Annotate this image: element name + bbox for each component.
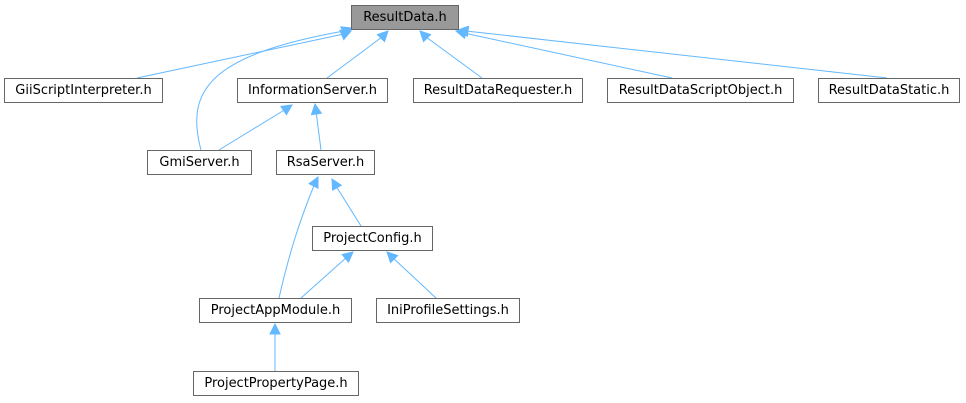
node-giiscriptinterpreter-h[interactable]: GiiScriptInterpreter.h <box>4 78 163 103</box>
edge-gmi-to-info <box>218 108 287 151</box>
node-informationserver-h[interactable]: InformationServer.h <box>237 78 388 103</box>
edge-info-to-resultdata <box>326 36 383 79</box>
arrowhead-ini-to-config <box>386 251 399 264</box>
edge-appmodule-to-rsa <box>278 182 316 299</box>
arrowhead-appmodule-to-rsa <box>308 176 319 189</box>
edge-static-to-resultdata <box>465 30 888 79</box>
node-resultdatascriptobject-h[interactable]: ResultDataScriptObject.h <box>607 78 794 103</box>
arrowhead-static-to-resultdata <box>456 25 470 38</box>
arrowhead-appmodule-to-config <box>341 251 354 264</box>
node-iniprofilesettings-h[interactable]: IniProfileSettings.h <box>376 298 520 323</box>
arrowhead-proppage-to-appmodule <box>269 322 281 335</box>
edge-appmodule-to-config <box>300 256 348 299</box>
edge-gii-to-resultdata <box>136 33 345 79</box>
arrowhead-config-to-rsa <box>331 178 343 191</box>
node-gmiserver-h[interactable]: GmiServer.h <box>147 150 252 175</box>
node-rsaserver-h[interactable]: RsaServer.h <box>276 150 375 175</box>
edge-config-to-rsa <box>335 185 362 227</box>
node-resultdatastatic-h[interactable]: ResultDataStatic.h <box>818 78 960 103</box>
node-resultdata-h: ResultData.h <box>351 5 459 30</box>
arrowhead-gmi-to-info <box>280 104 293 116</box>
edge-scriptobj-to-resultdata <box>463 32 673 79</box>
arrowhead-gmi-to-resultdata <box>340 26 354 38</box>
edge-requester-to-resultdata <box>425 36 483 79</box>
node-projectpropertypage-h[interactable]: ProjectPropertyPage.h <box>193 371 359 396</box>
arrowhead-rsa-to-info <box>310 102 323 116</box>
arrowhead-requester-to-resultdata <box>419 30 432 43</box>
edge-ini-to-config <box>391 256 437 299</box>
edge-rsa-to-info <box>315 110 322 151</box>
node-projectappmodule-h[interactable]: ProjectAppModule.h <box>199 298 352 323</box>
node-resultdatarequester-h[interactable]: ResultDataRequester.h <box>413 78 583 103</box>
arrowhead-info-to-resultdata <box>376 30 389 43</box>
edge-gmi-to-resultdata <box>196 30 345 151</box>
node-projectconfig-h[interactable]: ProjectConfig.h <box>312 226 433 251</box>
